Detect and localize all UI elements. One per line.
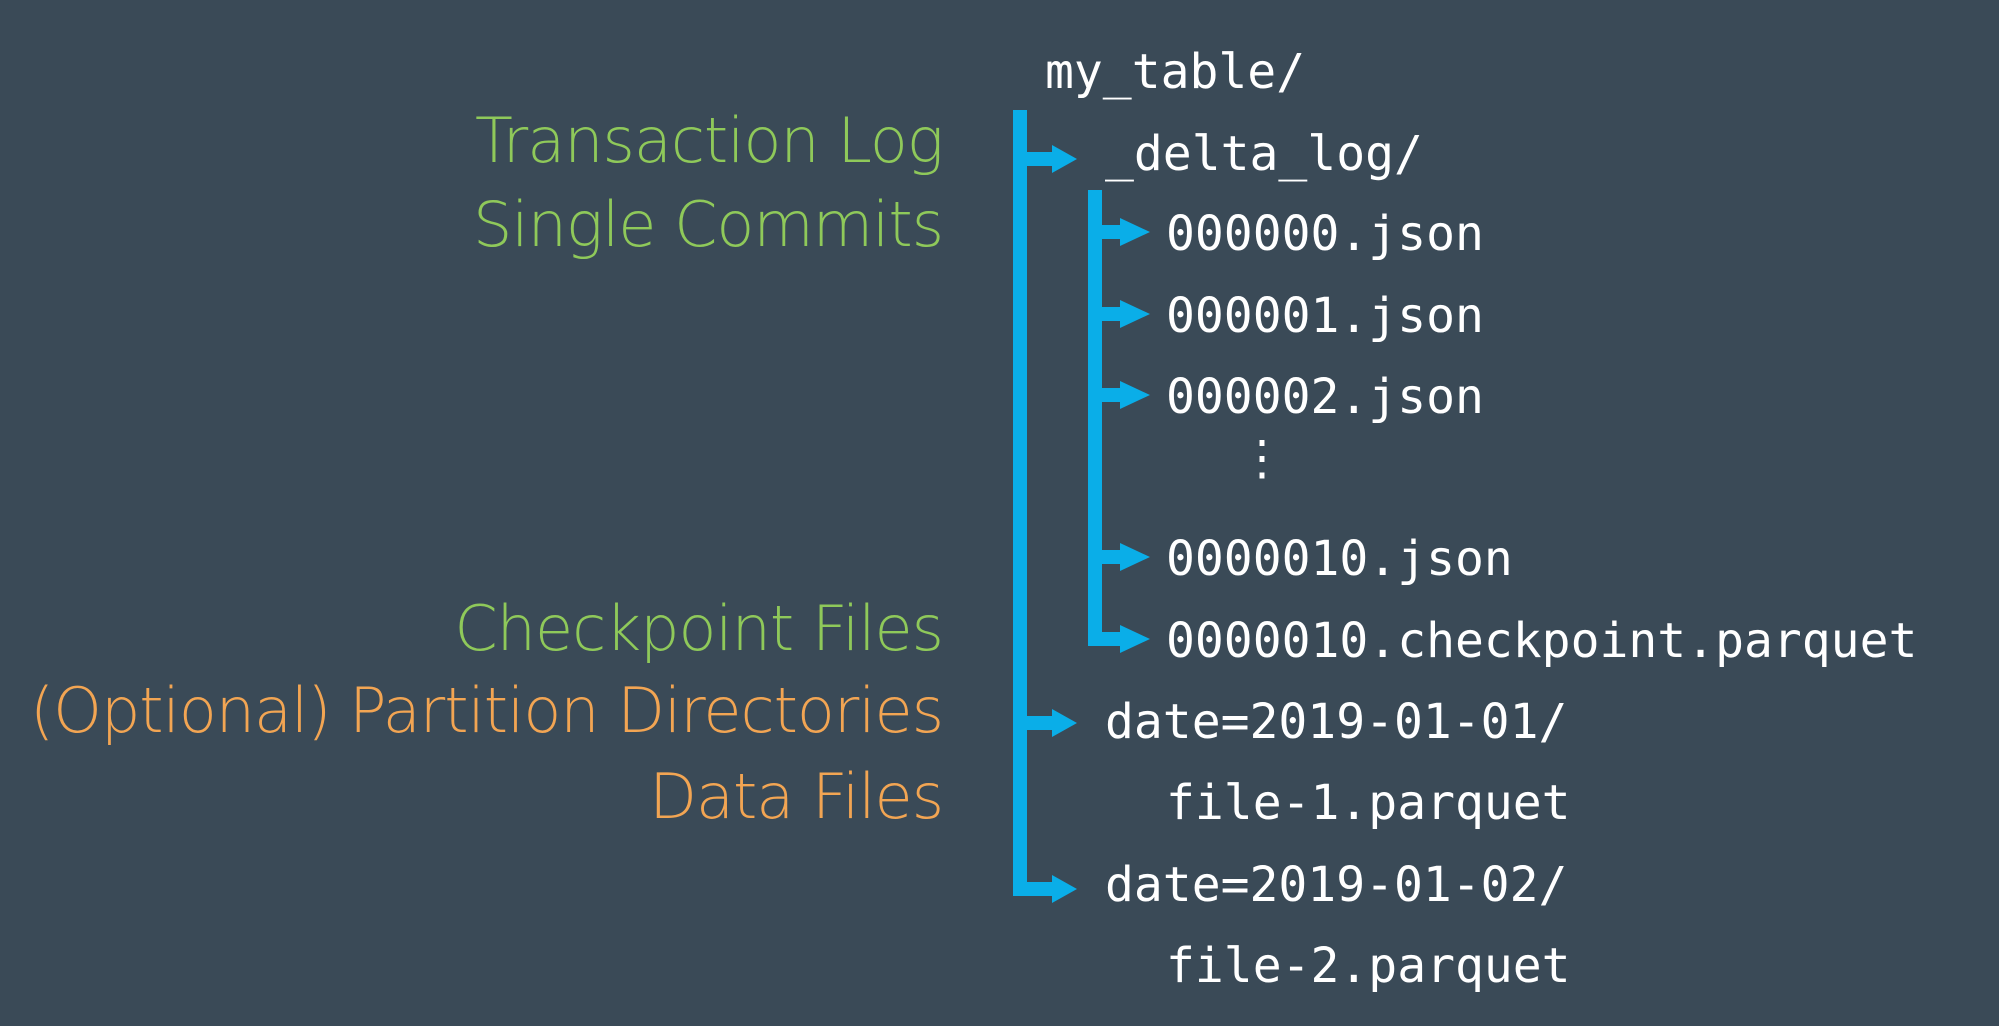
inner-trunk-line: [1088, 190, 1102, 646]
tree-commit-2-file: 000002.json: [1166, 369, 1484, 425]
label-data-files: Data Files: [649, 760, 944, 833]
arrow-partition-1-icon: [1020, 709, 1077, 737]
label-single-commits: Single Commits: [472, 188, 944, 261]
label-transaction-log: Transaction Log: [475, 104, 944, 177]
tree-partition-2-dir: date=2019-01-02/: [1105, 857, 1568, 913]
arrow-checkpoint-icon: [1095, 625, 1150, 653]
outer-trunk-line: [1013, 110, 1027, 896]
arrow-commit-1-icon: [1095, 300, 1150, 328]
tree-checkpoint-file: 0000010.checkpoint.parquet: [1166, 613, 1918, 669]
arrow-commit-2-icon: [1095, 381, 1150, 409]
tree-root-dir: my_table/: [1045, 44, 1306, 100]
label-partition-directories: (Optional) Partition Directories: [29, 674, 944, 747]
tree-delta-log-dir: _delta_log/: [1105, 126, 1423, 182]
tree-commit-1-file: 000001.json: [1166, 288, 1484, 344]
label-checkpoint-files: Checkpoint Files: [454, 592, 944, 665]
tree-file-2: file-2.parquet: [1166, 938, 1571, 994]
tree-commit-10-file: 0000010.json: [1166, 531, 1513, 587]
tree-file-1: file-1.parquet: [1166, 775, 1571, 831]
tree-ellipsis: ⋮: [1238, 430, 1286, 486]
arrow-commit-10-icon: [1095, 543, 1150, 571]
tree-partition-1-dir: date=2019-01-01/: [1105, 694, 1568, 750]
arrow-partition-2-icon: [1020, 875, 1077, 903]
tree-commit-0-file: 000000.json: [1166, 206, 1484, 262]
arrow-delta-log-icon: [1020, 145, 1077, 173]
arrow-commit-0-icon: [1095, 218, 1150, 246]
